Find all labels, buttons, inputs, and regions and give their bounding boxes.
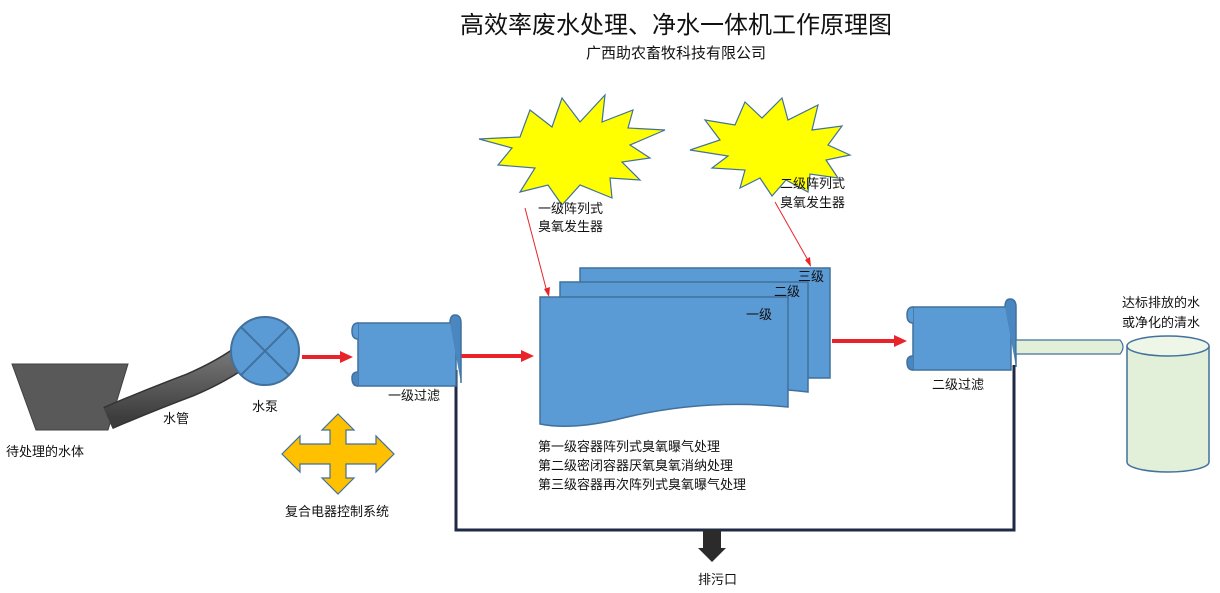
ozone-generator-2-pointer: [774, 201, 811, 267]
second-filter: [906, 298, 1017, 371]
ozone-generator-1-starburst-icon: [478, 93, 666, 206]
second-filter-label: 二级过滤: [932, 378, 984, 393]
drain-label: 排污口: [698, 573, 737, 588]
pump-label: 水泵: [252, 400, 278, 415]
process-description-line3: 第三级容器再次阵列式臭氧曝气处理: [538, 477, 746, 493]
water-pipe: [103, 342, 256, 430]
source-water-basin: [11, 363, 129, 431]
stage-3-label: 三级: [798, 270, 824, 285]
flow-arrow-tank-to-filter: [832, 335, 907, 347]
clean-water-tank: [1126, 335, 1210, 473]
first-filter-label: 一级过滤: [388, 389, 440, 404]
ozone-generator-2-label-line2: 臭氧发生器: [780, 195, 845, 211]
control-system-four-way-arrow-icon: [281, 413, 395, 495]
clean-water-label-line1: 达标排放的水: [1122, 295, 1200, 311]
clean-water-label-line2: 或净化的清水: [1122, 315, 1200, 331]
stage-2-label: 二级: [774, 285, 800, 300]
process-description-line2: 第二级密闭容器厌氧臭氧消纳处理: [538, 458, 733, 474]
company-name: 广西助农畜牧科技有限公司: [586, 44, 766, 62]
source-water-label: 待处理的水体: [6, 444, 84, 460]
control-system-label: 复合电器控制系统: [285, 505, 389, 520]
outlet-pipe: [1015, 339, 1124, 355]
drain-outlet-down-arrow-icon: [698, 530, 726, 562]
flow-arrow-pump-to-filter: [302, 351, 353, 363]
process-description-line1: 第一级容器阵列式臭氧曝气处理: [538, 439, 720, 455]
ozone-generator-1-pointer: [524, 207, 550, 297]
ozone-generator-2-label-line1: 二级阵列式: [780, 177, 845, 192]
first-filter: [351, 314, 462, 387]
ozone-generator-1-label-line1: 一级阵列式: [538, 202, 603, 217]
ozone-generator-1-label-line2: 臭氧发生器: [538, 219, 603, 235]
drain-return-line: [454, 365, 1016, 532]
diagram-title: 高效率废水处理、净水一体机工作原理图: [460, 11, 892, 39]
water-pipe-label: 水管: [163, 412, 189, 427]
ozone-generator-2-starburst-icon: [689, 96, 852, 197]
pump-cross-circle-icon: [230, 316, 300, 386]
treatment-tank-stage-1: [539, 296, 789, 427]
flow-arrow-filter-to-tank: [460, 350, 534, 362]
stage-1-label: 一级: [746, 308, 772, 323]
